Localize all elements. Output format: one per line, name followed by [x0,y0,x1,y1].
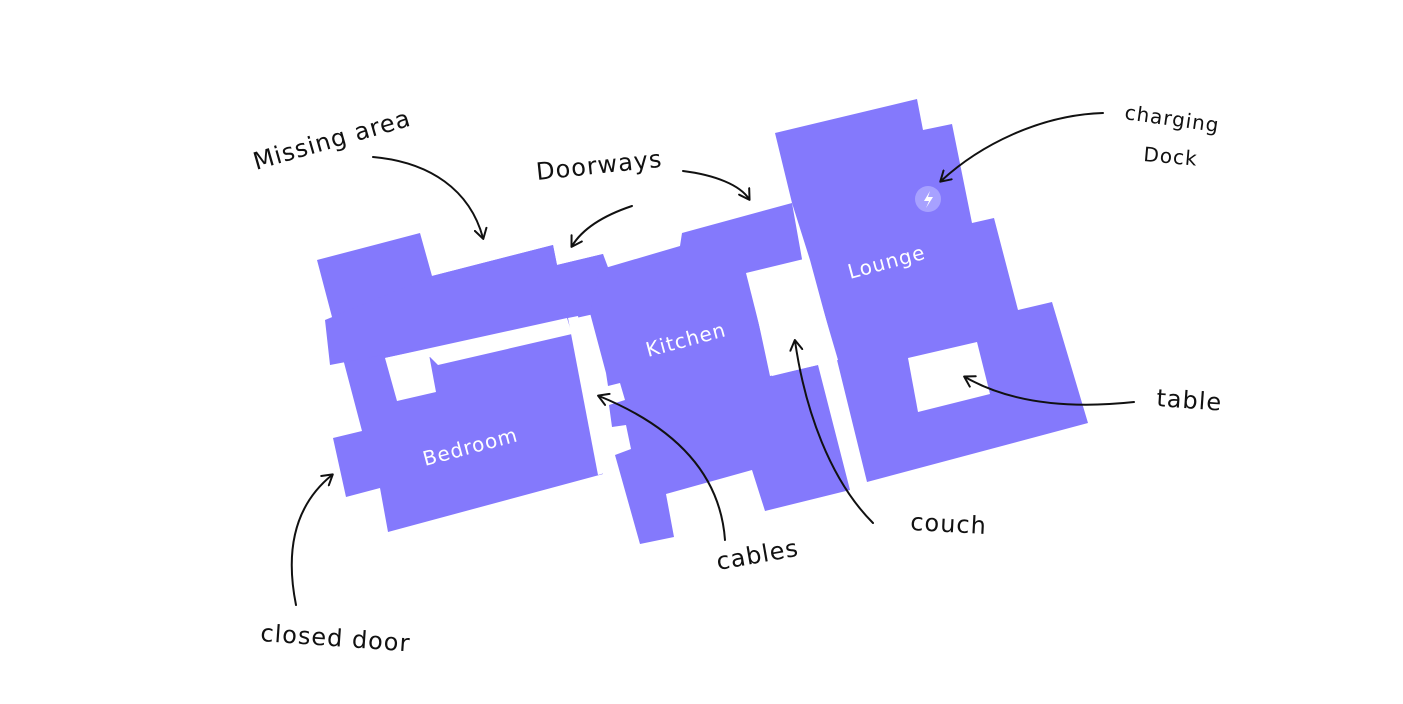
missing-corner [385,349,436,401]
annotation-charging-line1: charging [1123,100,1221,137]
bedroom-kitchen-wall [568,316,608,475]
bedroom-gap [385,318,572,365]
annotation-missing-area: Missing area [250,104,414,176]
arrow-cables [597,392,726,541]
annotation-table: table [1156,384,1224,417]
annotation-cables: cables [714,534,801,576]
annotation-charging-line2: Dock [1143,142,1199,171]
lounge-floor [775,99,1088,482]
arrow-doorways-right [682,170,751,201]
hallway-floor [325,245,608,365]
floor-cutouts [385,258,990,475]
annotation-couch: couch [910,508,988,540]
arrow-missing-area [372,156,488,240]
arrow-doorways-left [570,205,633,248]
table-cutout [908,342,990,412]
couch-cutout [746,258,838,376]
annotation-closed-door: closed door [260,619,412,657]
arrow-closed-door [290,473,334,606]
arrow-couch [789,339,874,524]
annotation-doorways: Doorways [535,145,664,186]
arrow-table [963,375,1135,406]
arrow-charging-dock [939,112,1104,183]
charging-dock [915,186,941,212]
lightning-bolt-icon [924,191,933,208]
kitchen-floor [590,203,850,544]
floor-area [317,99,1088,544]
